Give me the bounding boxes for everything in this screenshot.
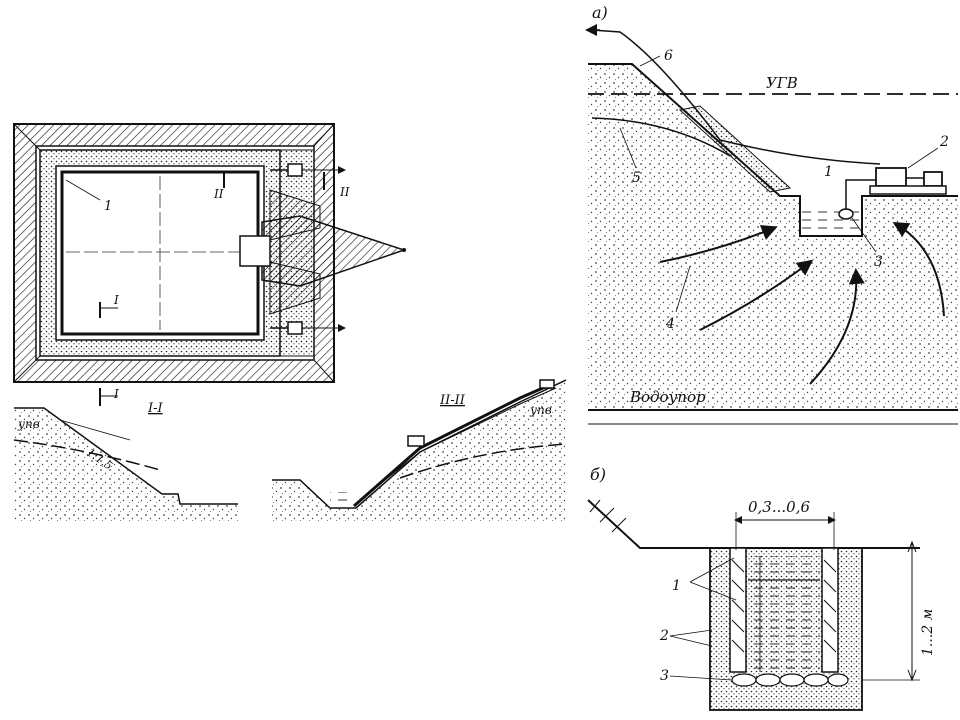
section-I-level: упв [17, 417, 40, 431]
panel-a-label-5: 5 [632, 170, 641, 186]
plan-label-1: 1 [104, 199, 112, 214]
section-II-level: упв [529, 403, 552, 417]
plan-view: 1 II II I I [13, 123, 407, 406]
panel-a-label-6: 6 [664, 48, 673, 64]
section-II-II: II-II упв [272, 379, 567, 522]
panel-a-label-3: 3 [874, 254, 883, 270]
panel-a-label-2: 2 [939, 134, 949, 150]
plan-label-II-b: II [339, 185, 350, 199]
aquitard-label: Водоупор [629, 388, 706, 406]
panel-b-tag: б) [590, 465, 606, 484]
pump-icon [875, 167, 907, 187]
plan-label-I: I [113, 293, 119, 307]
panel-a-label-1: 1 [824, 164, 833, 180]
panel-b-label-2: 2 [659, 628, 669, 644]
panel-a-label-4: 4 [665, 316, 675, 332]
plan-label-I-b: I [113, 387, 119, 401]
panel-a-tag: а) [592, 3, 608, 22]
section-I-I: I-I упв 1:1,5 [13, 401, 238, 522]
groundwater-label: УГВ [766, 74, 798, 92]
panel-a: а) УГВ Водоупор 1 2 3 4 5 6 [585, 3, 958, 425]
section-I-title: I-I [147, 401, 164, 416]
plan-label-II: II [213, 187, 224, 201]
width-dimension: 0,3...0,6 [748, 498, 810, 516]
depth-dimension: 1...2 м [920, 609, 936, 656]
panel-b-label-3: 3 [660, 668, 669, 684]
bottom-logs [731, 673, 849, 687]
pump-icon [270, 163, 346, 177]
panel-b-label-1: 1 [672, 578, 681, 594]
pump-icon [270, 321, 346, 335]
panel-b: б) 0,3...0,6 1...2 м 1 2 3 [587, 465, 936, 711]
section-II-title: II-II [439, 393, 466, 408]
